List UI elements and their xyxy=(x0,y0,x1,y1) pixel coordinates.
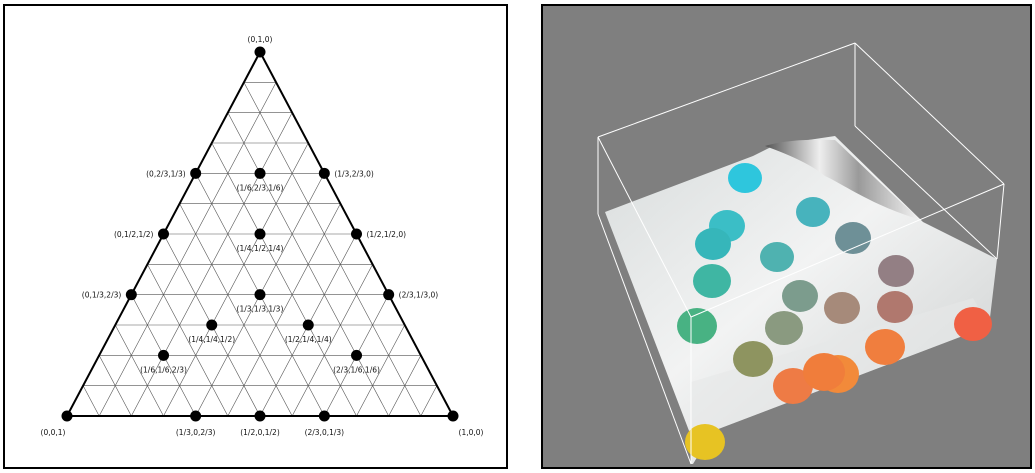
ternary-point-label: (1,0,0) xyxy=(459,428,484,437)
color-swatch xyxy=(803,353,845,391)
ternary-point-label: (1/2,1/4,1/4) xyxy=(285,335,332,344)
ternary-point-label: (1/2,1/2,0) xyxy=(367,230,407,239)
color-swatch xyxy=(760,242,794,272)
color-swatch xyxy=(677,308,717,344)
ternary-point xyxy=(254,289,265,300)
ternary-point xyxy=(126,289,137,300)
ternary-point xyxy=(158,229,169,240)
ternary-point-label: (1/4,1/2,1/4) xyxy=(237,244,284,253)
ternary-point xyxy=(255,229,266,240)
grid-line xyxy=(212,143,357,416)
ternary-point-label: (2/3,1/6,1/6) xyxy=(333,365,380,374)
ternary-point xyxy=(319,411,330,422)
ternary-point xyxy=(351,229,362,240)
ternary-point-label: (0,1/2,1/2) xyxy=(114,230,154,239)
ternary-points: (0,1,0) (0,2/3,1/3) (1/3,2/3,0) (1/6,2/3,1/… xyxy=(41,35,484,437)
grid-line xyxy=(421,386,437,416)
color-scene-panel xyxy=(541,4,1032,469)
ternary-point-label: (1/3,1/3,1/3) xyxy=(237,305,284,314)
ternary-point xyxy=(383,289,394,300)
ternary-point-label: (1/3,2/3,0) xyxy=(334,169,374,178)
color-swatch xyxy=(693,264,731,298)
ternary-point xyxy=(255,411,266,422)
color-swatch xyxy=(695,228,731,260)
color-swatch xyxy=(782,280,818,312)
ternary-point xyxy=(158,350,169,361)
ternary-point-label: (0,2/3,1/3) xyxy=(146,169,186,178)
color-swatch xyxy=(796,197,830,227)
ternary-point xyxy=(319,168,330,179)
ternary-point xyxy=(255,168,266,179)
color-swatch xyxy=(878,255,914,287)
ternary-point xyxy=(190,411,201,422)
ternary-point xyxy=(303,320,314,331)
ternary-point xyxy=(351,350,362,361)
ternary-point-label: (2/3,1/3,0) xyxy=(399,291,439,300)
ternary-diagram: (0,1,0) (0,2/3,1/3) (1/3,2/3,0) (1/6,2/3,1/… xyxy=(5,6,506,467)
ternary-point-label: (1/4,1/4,1/2) xyxy=(188,335,235,344)
color-swatch xyxy=(824,292,860,324)
color-swatch xyxy=(865,329,905,365)
ternary-point xyxy=(62,411,73,422)
color-swatch xyxy=(765,311,803,345)
color-swatch xyxy=(733,341,773,377)
ternary-point-label: (1/3,0,2/3) xyxy=(176,428,216,437)
color-swatch xyxy=(835,222,871,254)
ternary-point-label: (1/6,1/6,2/3) xyxy=(140,365,187,374)
ternary-point xyxy=(448,411,459,422)
color-swatch xyxy=(877,291,913,323)
ternary-point xyxy=(255,47,266,58)
ternary-point-label: (1/2,0,1/2) xyxy=(240,428,280,437)
ternary-point-label: (0,0,1) xyxy=(41,428,66,437)
ternary-point-label: (0,1/3,2/3) xyxy=(82,291,122,300)
color-swatch xyxy=(728,163,762,193)
color-scene-3d xyxy=(543,6,1030,467)
color-swatch xyxy=(954,307,992,341)
ternary-point xyxy=(206,320,217,331)
ternary-point xyxy=(190,168,201,179)
grid-line xyxy=(83,386,99,416)
ternary-diagram-panel: (0,1,0) (0,2/3,1/3) (1/3,2/3,0) (1/6,2/3,1/… xyxy=(3,4,508,469)
ternary-point-label: (0,1,0) xyxy=(248,35,273,44)
ternary-point-label: (1/6,2/3,1/6) xyxy=(237,183,284,192)
ternary-point-label: (2/3,0,1/3) xyxy=(305,428,345,437)
